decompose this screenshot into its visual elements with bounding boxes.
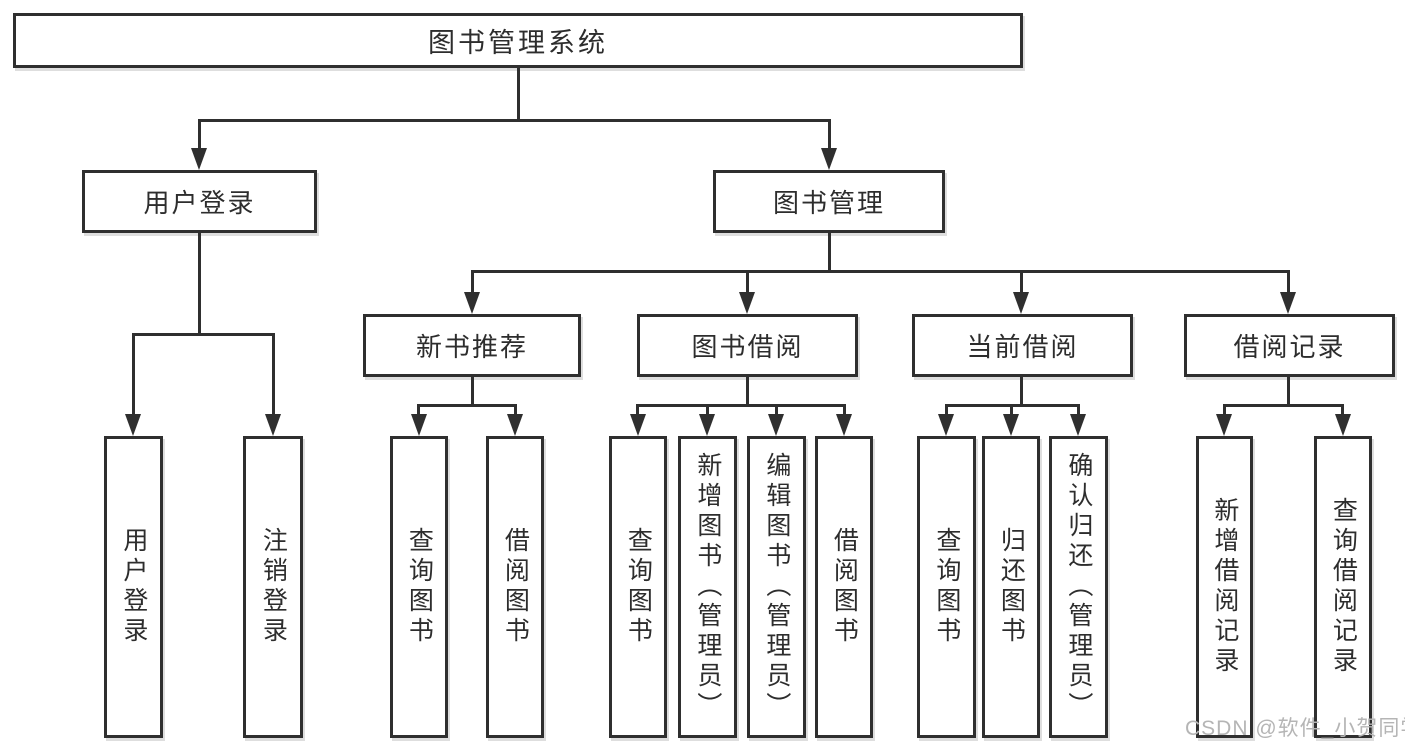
arrowhead-leaf — [630, 414, 646, 436]
arrowhead-current-borrowing — [1013, 292, 1029, 314]
leaf-bb-edit-books-admin: 编辑图书（管理员） — [747, 436, 806, 738]
arrowhead-leaf — [938, 414, 954, 436]
connector-root-split — [198, 119, 831, 122]
arrowhead-leaf-login — [125, 414, 141, 436]
leaf-br-query-record: 查询借阅记录 — [1314, 436, 1372, 738]
node-user-login: 用户登录 — [82, 170, 317, 233]
connector-stub — [775, 404, 778, 418]
connector-new-book-split — [417, 404, 517, 407]
connector-to-new-book — [471, 270, 474, 295]
arrowhead-leaf — [507, 414, 523, 436]
connector-stub — [1010, 404, 1013, 418]
connector-to-borrowing-records — [1287, 270, 1290, 295]
leaf-br-query-record-label: 查询借阅记录 — [1329, 497, 1358, 677]
connector-stub — [843, 404, 846, 418]
connector-book-borrowing-split — [636, 404, 846, 407]
leaf-bb-borrow-books: 借阅图书 — [815, 436, 873, 738]
connector-book-borrowing-stem — [746, 377, 749, 407]
leaf-user-login: 用户登录 — [104, 436, 163, 738]
leaf-nb-query-books: 查询图书 — [390, 436, 448, 738]
leaf-br-add-record-label: 新增借阅记录 — [1210, 497, 1239, 677]
node-book-borrowing: 图书借阅 — [637, 314, 858, 377]
connector-current-borrowing-stem — [1020, 377, 1023, 407]
leaf-cb-query-books: 查询图书 — [917, 436, 976, 738]
node-borrowing-records-label: 借阅记录 — [1233, 332, 1346, 362]
connector-to-book-management — [828, 119, 831, 150]
node-library-system: 图书管理系统 — [13, 13, 1023, 68]
connector-borrowing-records-split — [1223, 404, 1344, 407]
leaf-cb-confirm-return-admin: 确认归还（管理员） — [1049, 436, 1108, 738]
node-book-borrowing-label: 图书借阅 — [691, 332, 804, 362]
connector-stub — [706, 404, 709, 418]
connector-user-login-stem — [198, 233, 201, 336]
connector-root-stem — [517, 68, 520, 121]
node-book-management: 图书管理 — [713, 170, 945, 233]
arrowhead-borrowing-records — [1280, 292, 1296, 314]
leaf-cb-return-books: 归还图书 — [982, 436, 1040, 738]
leaf-nb-borrow-books: 借阅图书 — [486, 436, 544, 738]
arrowhead-leaf — [768, 414, 784, 436]
connector-user-login-split — [132, 333, 275, 336]
leaf-bb-add-books-admin: 新增图书（管理员） — [678, 436, 737, 738]
arrowhead-leaf — [1003, 414, 1019, 436]
arrowhead-leaf — [1070, 414, 1086, 436]
leaf-bb-query-books-label: 查询图书 — [624, 527, 653, 647]
connector-new-book-stem — [471, 377, 474, 407]
node-current-borrowing-label: 当前借阅 — [966, 332, 1079, 362]
leaf-cb-return-books-label: 归还图书 — [997, 527, 1026, 647]
csdn-watermark: CSDN @软件_小贺同学 — [1185, 717, 1405, 740]
leaf-logout-label: 注销登录 — [259, 527, 288, 647]
node-book-management-label: 图书管理 — [772, 188, 885, 218]
leaf-bb-query-books: 查询图书 — [609, 436, 667, 738]
connector-to-leaf-logout — [272, 333, 275, 417]
leaf-cb-confirm-return-admin-label: 确认归还（管理员） — [1064, 452, 1093, 722]
connector-stub — [514, 404, 517, 418]
leaf-br-add-record: 新增借阅记录 — [1196, 436, 1253, 738]
leaf-bb-add-books-admin-label: 新增图书（管理员） — [693, 452, 722, 722]
node-current-borrowing: 当前借阅 — [912, 314, 1133, 377]
leaf-cb-query-books-label: 查询图书 — [932, 527, 961, 647]
leaf-bb-borrow-books-label: 借阅图书 — [830, 527, 859, 647]
arrowhead-leaf — [836, 414, 852, 436]
connector-book-management-stem — [828, 233, 831, 273]
arrowhead-book-management — [821, 148, 837, 170]
arrowhead-leaf — [1335, 414, 1351, 436]
arrowhead-new-book — [464, 292, 480, 314]
connector-to-book-borrowing — [746, 270, 749, 295]
connector-stub — [1341, 404, 1344, 418]
arrowhead-user-login — [191, 148, 207, 170]
node-user-login-label: 用户登录 — [143, 188, 256, 218]
leaf-bb-edit-books-admin-label: 编辑图书（管理员） — [762, 452, 791, 722]
leaf-logout: 注销登录 — [243, 436, 303, 738]
node-new-book-recommend: 新书推荐 — [363, 314, 581, 377]
connector-stub — [636, 404, 639, 418]
leaf-nb-query-books-label: 查询图书 — [405, 527, 434, 647]
arrowhead-book-borrowing — [739, 292, 755, 314]
connector-to-current-borrowing — [1020, 270, 1023, 295]
connector-to-user-login — [198, 119, 201, 150]
connector-borrowing-records-stem — [1287, 377, 1290, 407]
connector-stub — [417, 404, 420, 418]
arrowhead-leaf — [699, 414, 715, 436]
connector-book-management-split — [471, 270, 1290, 273]
leaf-user-login-label: 用户登录 — [119, 527, 148, 647]
connector-to-leaf-login — [132, 333, 135, 417]
node-library-system-label: 图书管理系统 — [428, 28, 608, 58]
connector-stub — [945, 404, 948, 418]
node-new-book-recommend-label: 新书推荐 — [415, 332, 528, 362]
connector-stub — [1077, 404, 1080, 418]
arrowhead-leaf-logout — [265, 414, 281, 436]
leaf-nb-borrow-books-label: 借阅图书 — [501, 527, 530, 647]
node-borrowing-records: 借阅记录 — [1184, 314, 1395, 377]
arrowhead-leaf — [411, 414, 427, 436]
arrowhead-leaf — [1216, 414, 1232, 436]
connector-stub — [1223, 404, 1226, 418]
